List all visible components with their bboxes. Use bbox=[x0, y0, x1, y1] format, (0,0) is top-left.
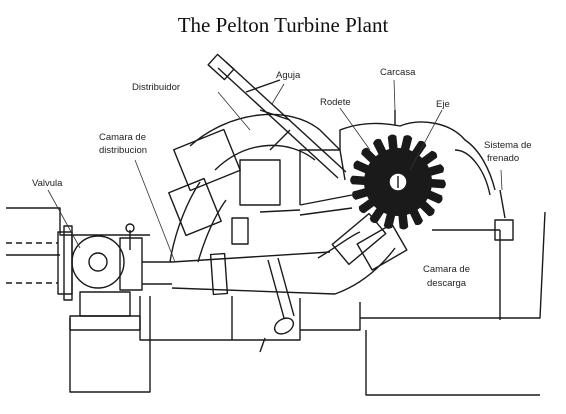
runner-bucket bbox=[353, 160, 374, 176]
runner-bucket bbox=[422, 164, 444, 178]
foundation bbox=[6, 207, 546, 396]
label-valvula: Valvula bbox=[32, 178, 63, 189]
runner-bucket bbox=[387, 134, 399, 156]
pelton-runner bbox=[350, 134, 446, 230]
label-camara-descarga-1: Camara de bbox=[423, 264, 470, 275]
distributor-branch bbox=[231, 194, 408, 295]
label-aguja: Aguja bbox=[276, 70, 301, 81]
runner-bucket bbox=[399, 135, 413, 156]
runner-bucket bbox=[383, 208, 397, 229]
label-camara-distribucion-1: Camara de bbox=[99, 132, 146, 143]
drain-arm bbox=[259, 257, 295, 353]
runner-bucket bbox=[422, 188, 443, 204]
diagram-title: The Pelton Turbine Plant bbox=[177, 13, 389, 37]
runner-bucket bbox=[425, 178, 446, 189]
runner-bucket bbox=[408, 140, 427, 161]
runner-bucket bbox=[417, 150, 438, 169]
runner-bucket bbox=[358, 195, 379, 214]
needle-rod bbox=[207, 53, 347, 179]
label-camara-distribucion-2: distribucion bbox=[99, 145, 147, 156]
runner-bucket bbox=[397, 208, 409, 230]
label-sistema-frenado-1: Sistema de bbox=[484, 140, 532, 151]
runner-bucket bbox=[407, 204, 423, 226]
label-carcasa: Carcasa bbox=[380, 67, 416, 78]
runner-bucket bbox=[415, 197, 435, 217]
turbine-casing bbox=[239, 110, 506, 219]
runner-bucket bbox=[350, 175, 371, 186]
label-eje: Eje bbox=[436, 99, 450, 110]
runner-bucket bbox=[369, 203, 388, 224]
runner-bucket bbox=[373, 138, 389, 160]
label-camara-descarga-2: descarga bbox=[427, 278, 467, 289]
label-sistema-frenado-2: frenado bbox=[487, 153, 519, 164]
runner-bucket bbox=[361, 147, 381, 167]
label-distribuidor: Distribuidor bbox=[132, 82, 180, 93]
leader-lines bbox=[47, 79, 503, 263]
label-rodete: Rodete bbox=[320, 97, 351, 108]
penstock-pipe bbox=[168, 113, 346, 296]
runner-bucket bbox=[352, 186, 374, 200]
